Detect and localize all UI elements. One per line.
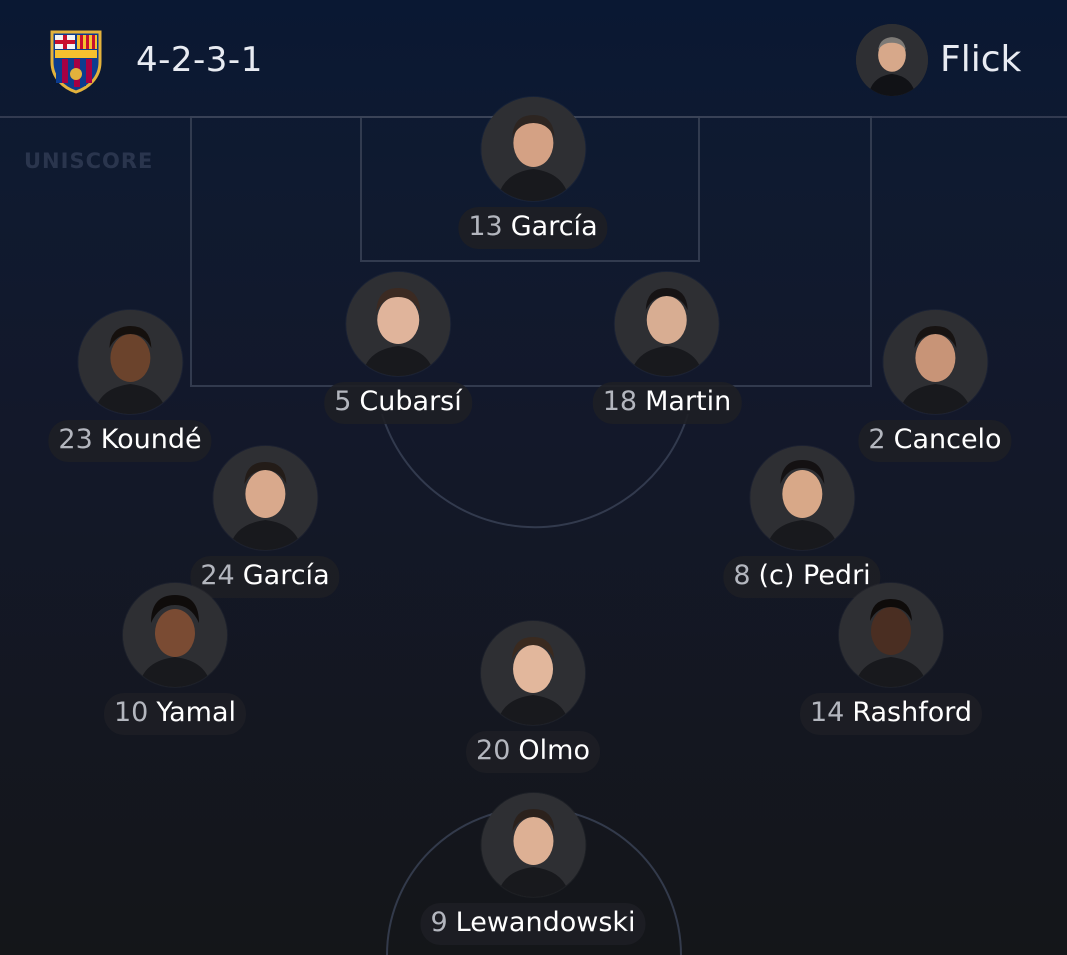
coach-name[interactable]: Flick <box>940 39 1022 80</box>
player-avatar <box>481 793 585 897</box>
player-pedri[interactable]: 8(c) Pedri <box>723 446 881 598</box>
uniscore-watermark: UNISCORE <box>24 149 154 173</box>
player-label: 8(c) Pedri <box>723 556 881 598</box>
player-avatar <box>614 272 719 376</box>
player-avatar <box>480 97 585 201</box>
player-avatar <box>481 621 585 725</box>
player-avatar <box>345 272 450 376</box>
player-avatar <box>749 446 854 550</box>
coach-avatar[interactable] <box>856 24 928 96</box>
player-avatar <box>123 583 227 687</box>
formation-label: 4-2-3-1 <box>136 40 263 80</box>
player-avatar <box>78 310 182 414</box>
player-avatar <box>212 446 317 550</box>
fc-barcelona-crest-icon <box>44 26 108 94</box>
player-avatar <box>838 583 943 687</box>
player-avatar <box>883 310 987 414</box>
